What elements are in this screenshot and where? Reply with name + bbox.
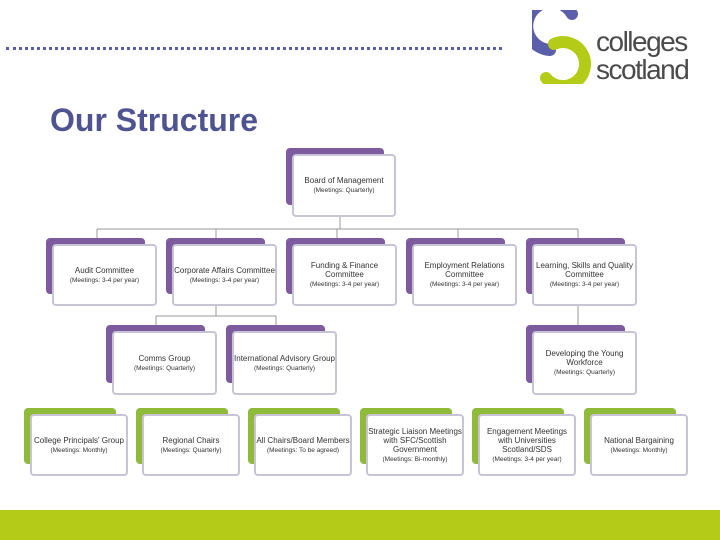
allchairs-meetings: (Meetings: To be agreed) [266,446,340,454]
box-national-bargaining: National Bargaining (Meetings: Monthly) [584,408,688,476]
audit-meetings: (Meetings: 3-4 per year) [69,276,140,284]
box-college-principals-group: College Principals' Group (Meetings: Mon… [24,408,128,476]
allchairs-name: All Chairs/Board Members [256,435,350,445]
audit-name: Audit Committee [74,265,135,275]
box-strategic-liaison-meetings: Strategic Liaison Meetings with SFC/Scot… [360,408,464,476]
corporate-name: Corporate Affairs Committee [174,265,275,275]
international-name: International Advisory Group [234,353,335,363]
box-audit-committee: Audit Committee (Meetings: 3-4 per year) [46,238,157,306]
young-meetings: (Meetings: Quarterly) [553,369,616,376]
funding-meetings: (Meetings: 3-4 per year) [309,281,380,288]
comms-meetings: (Meetings: Quarterly) [133,364,196,372]
regional-meetings: (Meetings: Quarterly) [160,446,222,454]
box-learning-skills-quality-committee: Learning, Skills and Quality Committee (… [526,238,637,306]
logo-text-scotland: scotland [596,54,690,85]
page-title: Our Structure [50,102,259,138]
box-developing-young-workforce: Developing the Young Workforce (Meetings… [526,325,637,395]
box-engagement-meetings: Engagement Meetings with Universities Sc… [472,408,576,476]
funding-name: Funding & Finance Committee [310,261,379,279]
international-meetings: (Meetings: Quarterly) [253,364,316,372]
learning-meetings: (Meetings: 3-4 per year) [549,281,620,288]
box-comms-group: Comms Group (Meetings: Quarterly) [106,325,217,395]
box-regional-chairs: Regional Chairs (Meetings: Quarterly) [136,408,240,476]
strategic-meetings: (Meetings: Bi-monthly) [382,455,448,463]
regional-name: Regional Chairs [162,435,220,445]
learning-name: Learning, Skills and Quality Committee [536,261,633,279]
corporate-meetings: (Meetings: 3-4 per year) [189,276,260,284]
employment-meetings: (Meetings: 3-4 per year) [429,281,500,288]
engagement-meetings: (Meetings: 3-4 per year) [492,455,562,463]
logo-mark-icon [532,10,591,84]
young-name: Developing the Young Workforce [545,349,624,367]
strategic-name: Strategic Liaison Meetings with SFC/Scot… [368,426,462,454]
bargaining-meetings: (Meetings: Monthly) [610,446,668,454]
logo-text-colleges: colleges [596,26,688,57]
box-funding-finance-committee: Funding & Finance Committee (Meetings: 3… [286,238,397,306]
box-employment-relations-committee: Employment Relations Committee (Meetings… [406,238,517,306]
box-board-of-management: Board of Management (Meetings: Quarterly… [286,148,396,217]
bottom-accent-bar [0,510,720,540]
bargaining-name: National Bargaining [604,435,674,445]
board-meetings: (Meetings: Quarterly) [313,187,375,194]
principals-meetings: (Meetings: Monthly) [50,446,108,454]
comms-name: Comms Group [138,353,191,363]
employment-name: Employment Relations Committee [424,261,505,279]
engagement-name: Engagement Meetings with Universities Sc… [486,426,568,454]
principals-name: College Principals' Group [33,435,124,445]
box-corporate-affairs-committee: Corporate Affairs Committee (Meetings: 3… [166,238,277,306]
box-international-advisory-group: International Advisory Group (Meetings: … [226,325,337,395]
board-name: Board of Management [304,176,384,185]
box-all-chairs-board-members: All Chairs/Board Members (Meetings: To b… [248,408,352,476]
colleges-scotland-logo: colleges scotland [532,8,702,86]
dotted-divider [6,47,502,50]
